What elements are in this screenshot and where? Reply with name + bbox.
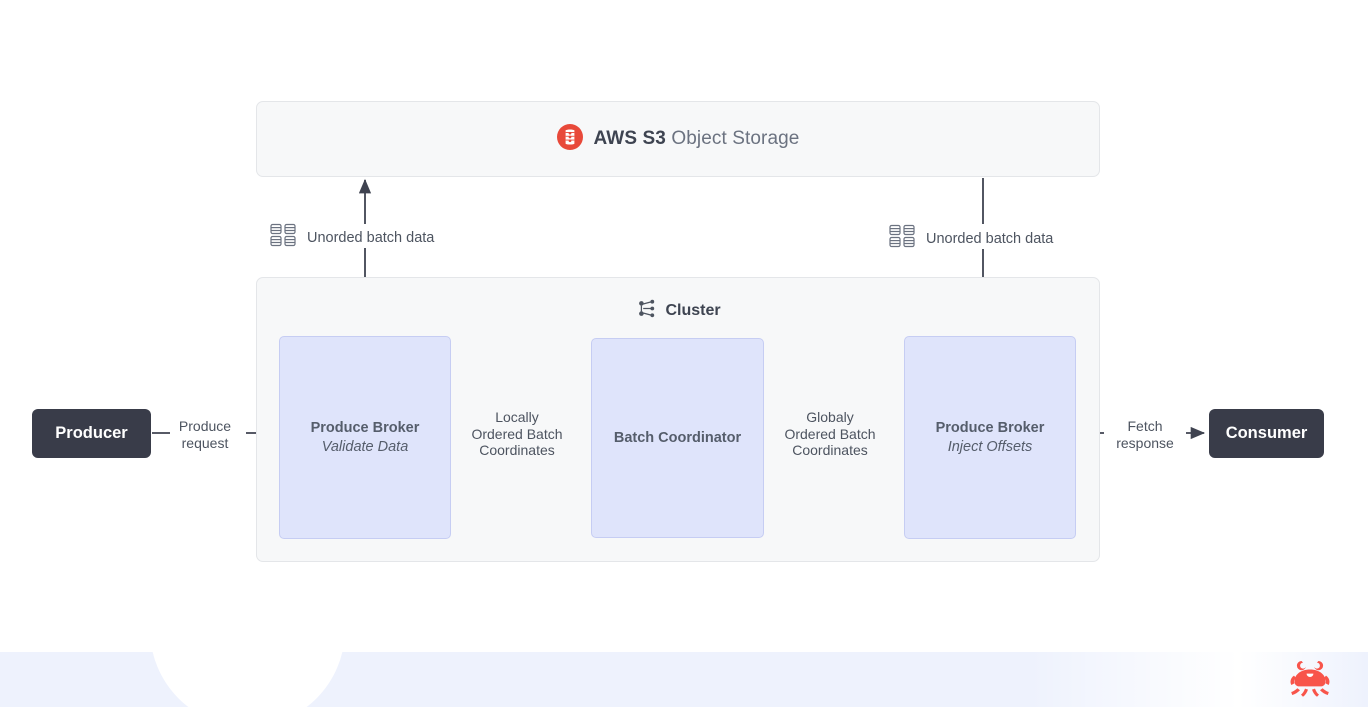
edge-label-produce-request: Produce request — [178, 418, 232, 451]
edge-label-globaly-ordered: Globaly Ordered Batch Coordinates — [784, 409, 876, 458]
aws-s3-container: AWS S3 Object Storage — [256, 101, 1100, 177]
node-title: Produce Broker — [935, 420, 1045, 436]
crab-logo — [1288, 655, 1332, 699]
node-title: Batch Coordinator — [613, 430, 742, 446]
edge-label-unordered-right-text: Unorded batch data — [926, 230, 1054, 247]
cluster-title: Cluster — [665, 302, 721, 319]
edge-label-unordered-right: Unorded batch data — [889, 224, 1053, 253]
cluster-network-icon — [637, 299, 656, 323]
node-produce-broker-2[interactable]: Produce Broker Inject Offsets — [904, 336, 1076, 539]
batch-data-icon — [889, 224, 917, 253]
node-batch-coordinator[interactable]: Batch Coordinator — [591, 338, 764, 538]
endpoint-producer[interactable]: Producer — [32, 409, 151, 458]
footer-band — [0, 652, 1368, 707]
aws-s3-brand: AWS S3 — [593, 128, 666, 149]
edge-label-fetch-response: Fetch response — [1116, 418, 1174, 451]
node-subtitle: Inject Offsets — [947, 439, 1033, 455]
aws-s3-title: AWS S3 Object Storage — [594, 128, 800, 150]
node-title: Produce Broker — [310, 420, 420, 436]
endpoint-consumer[interactable]: Consumer — [1209, 409, 1324, 458]
cluster-header: Cluster — [257, 299, 1101, 323]
aws-s3-descriptor-text: Object Storage — [671, 128, 800, 149]
edge-label-unordered-left: Unorded batch data — [270, 223, 434, 252]
node-subtitle: Validate Data — [321, 439, 409, 455]
node-produce-broker-1[interactable]: Produce Broker Validate Data — [279, 336, 451, 539]
batch-data-icon — [270, 223, 298, 252]
edge-label-unordered-left-text: Unorded batch data — [307, 229, 435, 246]
edge-label-locally-ordered: Locally Ordered Batch Coordinates — [471, 409, 563, 458]
footer-decorative-arc — [150, 652, 345, 707]
endpoint-producer-label: Producer — [55, 424, 128, 442]
aws-s3-icon — [556, 123, 583, 155]
endpoint-consumer-label: Consumer — [1225, 424, 1308, 442]
